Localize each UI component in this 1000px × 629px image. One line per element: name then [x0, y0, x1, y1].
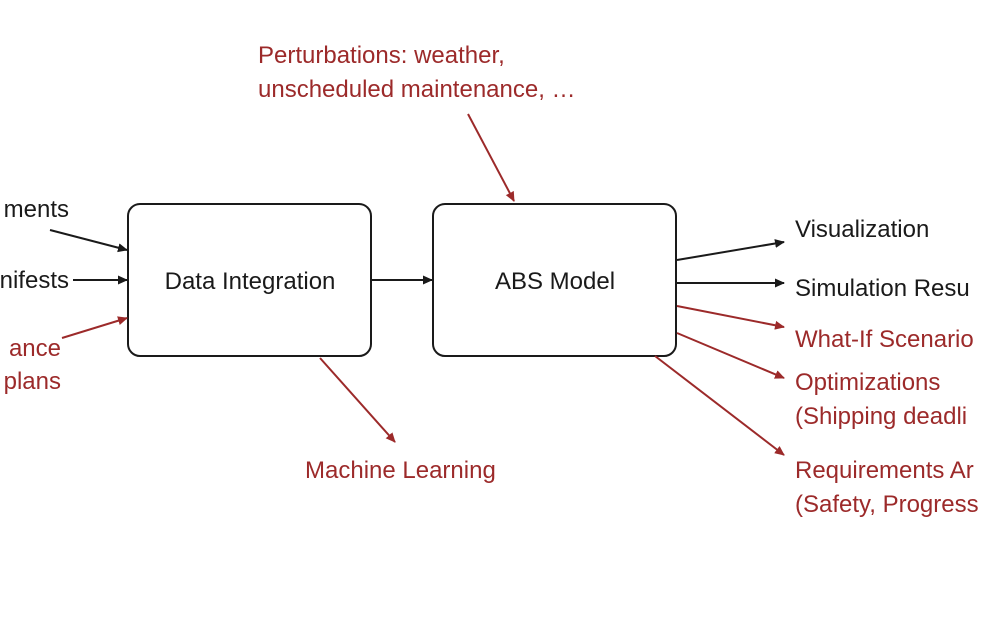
input-arrow-1 [49, 229, 128, 253]
perturbations-line2: unscheduled maintenance, … [258, 76, 576, 103]
input-label-2: nifests [0, 267, 69, 294]
optimizations-line1: Optimizations [795, 369, 940, 396]
optimizations-arrow [676, 332, 785, 379]
machine-learning-arrow [319, 357, 396, 443]
what-if-label: What-If Scenario [795, 326, 974, 353]
input-label-3-line1: ance [9, 335, 61, 362]
input-label-3-line2: plans [4, 368, 61, 395]
input-arrow-3 [61, 316, 128, 339]
visualization-arrow [676, 239, 785, 261]
simulation-results-label: Simulation Resu [795, 275, 970, 302]
abs-model-label: ABS Model [495, 268, 615, 295]
requirements-line2: (Safety, Progress [795, 491, 979, 518]
input-label-1: ments [4, 196, 69, 223]
perturbations-line1: Perturbations: weather, [258, 42, 505, 69]
data-integration-label: Data Integration [165, 268, 336, 295]
what-if-arrow [676, 305, 785, 330]
perturbations-arrow [467, 113, 515, 202]
visualization-label: Visualization [795, 216, 929, 243]
machine-learning-label: Machine Learning [305, 457, 496, 484]
optimizations-line2: (Shipping deadli [795, 403, 967, 430]
abs-model-box [432, 203, 677, 357]
requirements-line1: Requirements Ar [795, 457, 974, 484]
requirements-arrow [654, 355, 785, 456]
